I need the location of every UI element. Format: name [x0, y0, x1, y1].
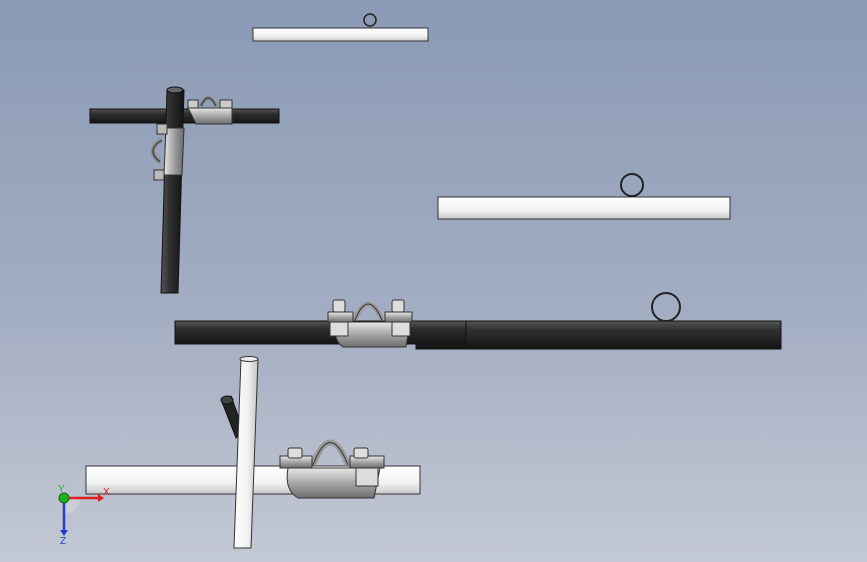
- bottom-view-assembly[interactable]: [85, 356, 421, 549]
- top-view-part[interactable]: [252, 13, 429, 42]
- right-view-part[interactable]: [437, 173, 731, 220]
- triad-z-label: Z: [60, 536, 66, 547]
- bottom-clamp: [279, 439, 385, 499]
- front-view-assembly[interactable]: [174, 292, 782, 350]
- front-clamp: [327, 299, 413, 348]
- iso-view-assembly[interactable]: [89, 86, 280, 294]
- iso-clamp: [187, 96, 233, 125]
- triad-x-label: X: [103, 487, 110, 498]
- triad-y-label: Y: [58, 484, 65, 495]
- iso-vertical-clamp: [151, 123, 185, 181]
- coordinate-triad-icon: X Y Z: [58, 484, 110, 547]
